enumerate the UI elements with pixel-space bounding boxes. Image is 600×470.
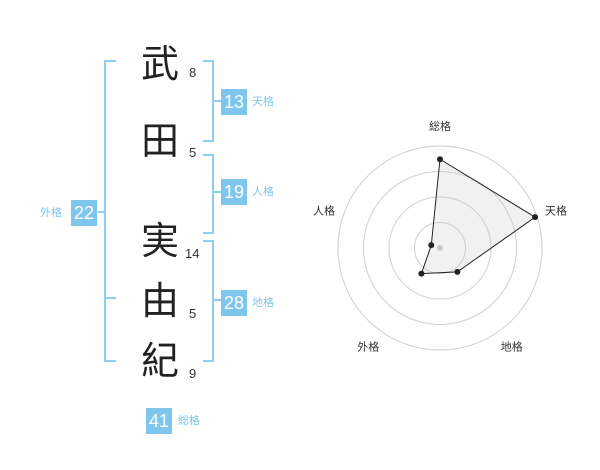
- chikaku-value: 28: [221, 290, 247, 316]
- stroke-count-1: 8: [189, 65, 197, 80]
- jinkaku-label: 人格: [252, 185, 274, 198]
- jinkaku-value: 19: [221, 179, 247, 205]
- stroke-count-2: 5: [189, 145, 197, 160]
- radar-series-polygon: [420, 158, 536, 275]
- chikaku-label: 地格: [252, 296, 274, 309]
- gaikaku-bracket-mid-tick: [106, 297, 116, 299]
- radar-axis-label-3: 地格: [501, 340, 523, 354]
- gaikaku-bracket: [104, 60, 116, 362]
- radar-point-3: [454, 268, 461, 275]
- stroke-count-5: 9: [189, 366, 197, 381]
- radar-center: [437, 245, 443, 251]
- gaikaku-value: 22: [71, 200, 97, 226]
- soukaku-label: 総格: [178, 414, 200, 427]
- radar-point-1: [437, 156, 443, 163]
- kanji-4: 由: [140, 279, 179, 323]
- kanji-2: 田: [140, 119, 179, 163]
- soukaku-value: 41: [146, 408, 172, 434]
- tenkaku-value: 13: [221, 89, 247, 115]
- stroke-count-3: 14: [185, 246, 200, 261]
- radar-axis-label-2: 天格: [545, 203, 567, 217]
- chikaku-bracket: [203, 240, 214, 362]
- tenkaku-bracket-tick: [213, 100, 221, 102]
- radar-point-4: [418, 270, 425, 277]
- radar-ring: [414, 222, 466, 274]
- radar-ring: [363, 171, 517, 325]
- chikaku-bracket-tick: [213, 299, 221, 301]
- kanji-1: 武: [140, 42, 179, 86]
- radar-ring: [337, 145, 543, 351]
- radar-axis-label-4: 外格: [357, 340, 379, 354]
- gaikaku-bracket-tick: [98, 211, 104, 213]
- kanji-3: 実: [140, 219, 179, 263]
- kanji-5: 紀: [140, 339, 179, 383]
- tenkaku-label: 天格: [252, 95, 274, 108]
- gaikaku-label: 外格: [40, 206, 62, 219]
- radar-axis-label-5: 人格: [313, 203, 335, 217]
- radar-axis-label-1: 総格: [429, 119, 451, 133]
- radar-point-2: [532, 214, 539, 221]
- jinkaku-bracket: [203, 154, 214, 234]
- stroke-count-4: 5: [189, 306, 197, 321]
- jinkaku-bracket-tick: [213, 191, 221, 193]
- radar-point-5: [428, 242, 435, 249]
